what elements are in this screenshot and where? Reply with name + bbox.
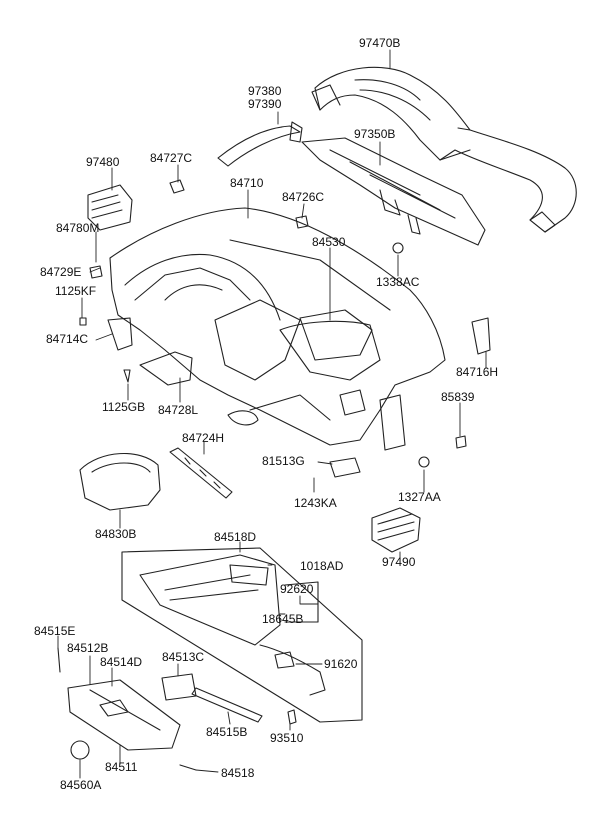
label-1125kf: 1125KF (55, 284, 97, 298)
label-84830b: 84830B (95, 527, 137, 541)
label-84724h: 84724H (182, 431, 225, 445)
side-vent-97480 (87, 184, 133, 231)
label-84512b: 84512B (67, 641, 109, 655)
label-97470b: 97470B (359, 36, 401, 50)
label-84716h: 84716H (456, 365, 499, 379)
label-84710: 84710 (230, 176, 264, 190)
nut-1327aa (418, 456, 430, 468)
cluster-housing-84830b (79, 453, 161, 511)
switch-93510 (287, 709, 297, 725)
side-air-duct-97380 (217, 121, 303, 167)
label-84728l: 84728L (158, 403, 199, 417)
label-1327aa: 1327AA (398, 490, 441, 504)
clip-84727c (169, 179, 185, 194)
label-84518: 84518 (221, 766, 255, 780)
bracket-84728l (139, 351, 193, 386)
switch-81513g (329, 457, 361, 478)
label-18645b: 18645B (262, 612, 304, 626)
glove-box-84511 (67, 679, 181, 751)
label-84530: 84530 (312, 235, 346, 249)
label-84515e: 84515E (34, 624, 76, 638)
pad-84513c (161, 673, 197, 701)
label-84726c: 84726C (282, 190, 325, 204)
leader-lines (57, 49, 487, 779)
label-84729e: 84729E (40, 265, 82, 279)
nut-1338ac (392, 242, 404, 254)
center-vent-97490 (371, 507, 421, 553)
strip-84515b (191, 687, 263, 723)
cover-84560a (70, 740, 90, 760)
glovebox-bracket-group (121, 547, 363, 723)
label-84780m: 84780M (56, 221, 100, 235)
screw-1125gb (123, 369, 131, 383)
label-84511: 84511 (105, 760, 138, 774)
label-81513g: 81513G (262, 454, 305, 468)
label-1125gb: 1125GB (102, 400, 146, 414)
label-97390: 97390 (248, 97, 282, 111)
label-1243ka: 1243KA (294, 496, 337, 510)
label-93510: 93510 (270, 731, 304, 745)
label-97350b: 97350B (354, 127, 396, 141)
center-air-duct-97350b (301, 137, 486, 246)
label-97380: 97380 (248, 84, 282, 98)
label-97490: 97490 (382, 555, 416, 569)
bracket-84714c (107, 317, 133, 351)
label-84515b: 84515B (206, 725, 248, 739)
label-84560a: 84560A (60, 778, 102, 792)
label-91620: 91620 (324, 657, 358, 671)
label-84518d: 84518D (214, 530, 257, 544)
bracket-84724h-holes (184, 457, 221, 489)
clip-84716h (471, 317, 491, 355)
upper-air-duct-97470b (311, 66, 577, 233)
label-85839: 85839 (441, 390, 475, 404)
label-1338ac: 1338AC (376, 275, 420, 289)
label-1018ad: 1018AD (300, 559, 344, 573)
crash-pad-84710 (109, 207, 446, 451)
label-84714c: 84714C (46, 332, 89, 346)
bracket-84724h (169, 447, 233, 499)
bolt-84518 (179, 764, 197, 771)
label-84513c: 84513C (162, 650, 205, 664)
label-84727c: 84727C (150, 151, 193, 165)
screw-1125kf (79, 317, 87, 326)
part-85839 (455, 435, 467, 449)
label-84514d: 84514D (100, 655, 143, 669)
part-84729e (89, 265, 103, 279)
label-92620: 92620 (280, 582, 314, 596)
part-84515e (57, 647, 61, 673)
label-97480: 97480 (86, 155, 120, 169)
